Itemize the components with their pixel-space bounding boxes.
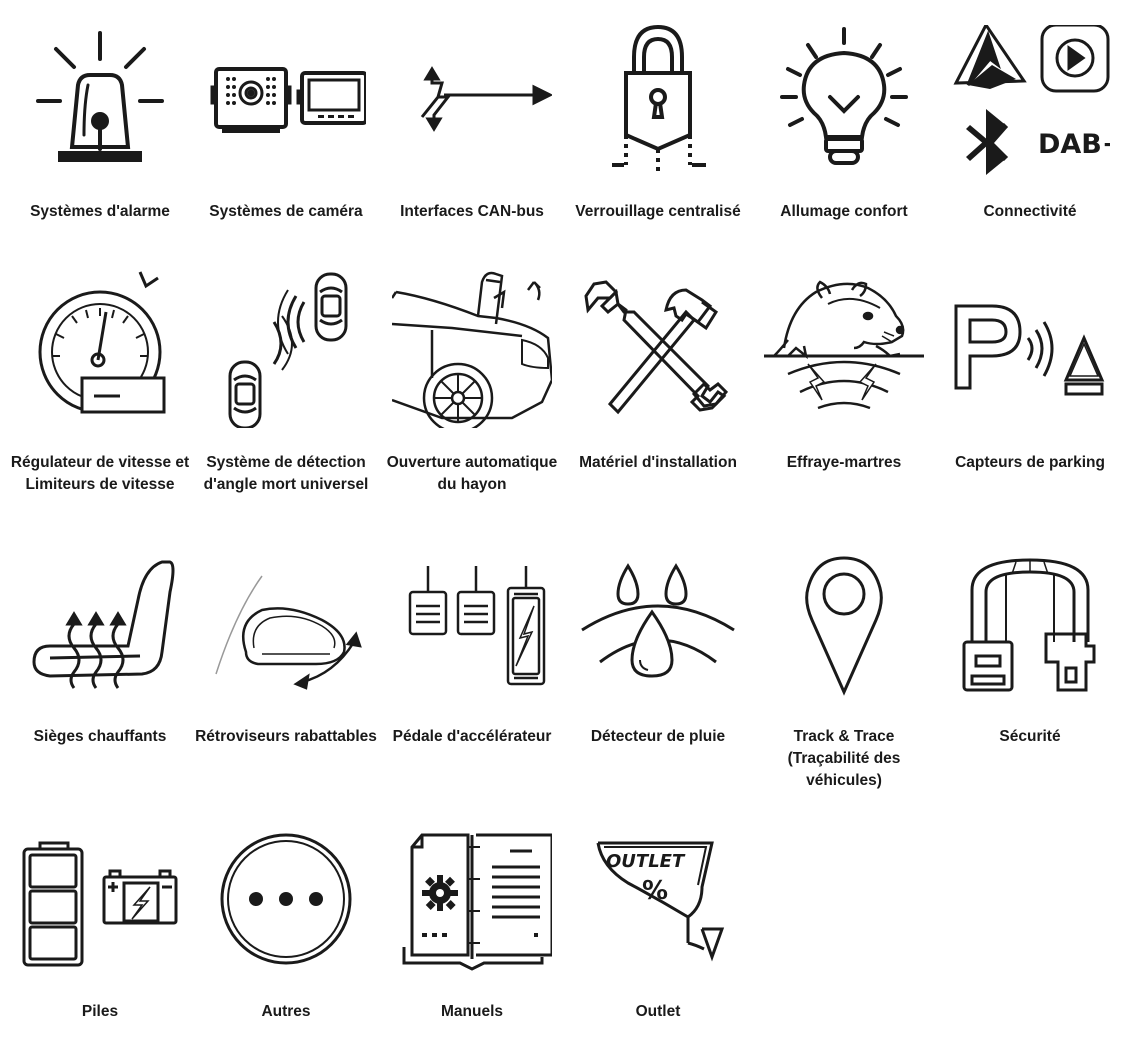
blind-spot-cars-icon [206, 268, 366, 428]
category-label: Pédale d'accélérateur [392, 728, 552, 745]
manual-book-icon [392, 817, 552, 977]
heated-seat-icon [20, 542, 180, 702]
seatbelt-icon [950, 542, 1110, 702]
wrench-hammer-icon [578, 268, 738, 428]
category-label: Effraye-martres [786, 454, 902, 471]
svg-text:%: % [642, 876, 668, 906]
svg-text:DAB+: DAB+ [1038, 129, 1110, 160]
connectivity-icon: DAB+ [950, 25, 1110, 185]
rain-drops-icon [578, 542, 738, 702]
category-label: Système de détection d'angle mort univer… [203, 454, 369, 493]
svg-text:OUTLET: OUTLET [606, 851, 686, 872]
category-label: Sièges chauffants [33, 728, 167, 745]
category-label: Capteurs de parking [955, 454, 1105, 471]
category-label: Piles [81, 1003, 119, 1020]
alarm-beacon-icon [20, 25, 180, 185]
category-label: Détecteur de pluie [590, 728, 726, 745]
category-label: Verrouillage centralisé [575, 203, 741, 220]
category-label: Autres [261, 1003, 311, 1020]
lightbulb-icon [764, 25, 924, 185]
padlock-icon [578, 25, 738, 185]
can-bus-arrows-icon [392, 25, 552, 185]
speedometer-icon [20, 268, 180, 428]
category-label: Systèmes d'alarme [30, 203, 170, 220]
more-dots-icon [206, 817, 366, 977]
category-label: Ouverture automatique du hayon [386, 454, 558, 493]
category-label: Matériel d'installation [579, 454, 737, 471]
outlet-tag-icon: OUTLET % [578, 817, 738, 977]
category-label: Interfaces CAN-bus [400, 203, 544, 220]
pedals-icon [392, 542, 552, 702]
car-tailgate-icon [392, 268, 552, 428]
category-label: Track & Trace (Traçabilité des véhicules… [787, 728, 901, 789]
parking-sensor-icon [950, 268, 1110, 428]
category-label: Connectivité [983, 203, 1077, 220]
marten-icon [764, 268, 924, 428]
folding-mirror-icon [206, 542, 366, 702]
category-label: Rétroviseurs rabattables [195, 728, 377, 745]
category-label: Régulateur de vitesse et Limiteurs de vi… [10, 454, 190, 493]
camera-monitor-icon [206, 25, 366, 185]
category-label: Outlet [635, 1003, 681, 1020]
location-pin-icon [764, 542, 924, 702]
category-label: Allumage confort [780, 203, 908, 220]
battery-icon [20, 817, 180, 977]
category-label: Systèmes de caméra [209, 203, 363, 220]
category-label: Sécurité [999, 728, 1061, 745]
category-label: Manuels [440, 1003, 503, 1020]
